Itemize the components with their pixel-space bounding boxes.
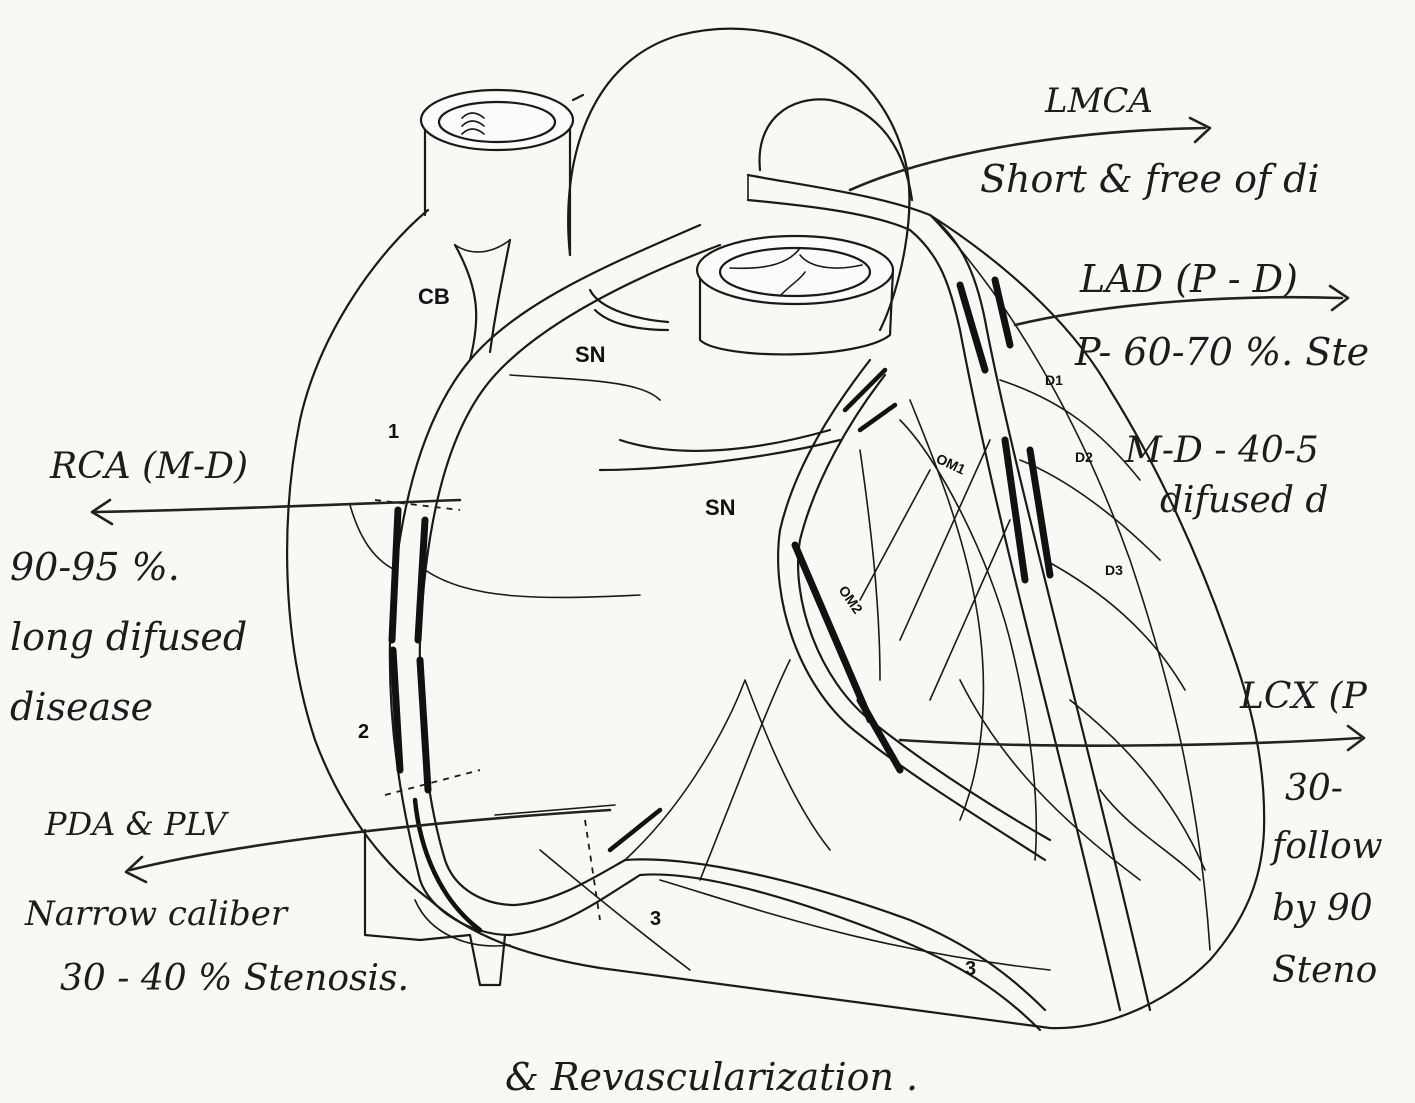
label-d2: D2	[1075, 449, 1093, 465]
note-lcx-line3: by 90	[1272, 888, 1373, 929]
note-rca-line1: 90-95 %.	[10, 545, 180, 589]
note-lad-line1: P- 60-70 %. Ste	[1074, 330, 1369, 374]
note-lad-line3: difused d	[1160, 480, 1328, 521]
note-rca-line2: long difused	[10, 615, 247, 659]
note-pda-line1: Narrow caliber	[24, 894, 289, 934]
note-lcx-line2: follow	[1269, 826, 1383, 867]
note-pda-title: PDA & PLV	[44, 805, 229, 843]
note-bottom: & Revascularization .	[505, 1055, 918, 1099]
note-lmca-text: Short & free of di	[980, 157, 1320, 201]
label-seg-3b: 3	[965, 958, 976, 980]
note-rca-line3: disease	[10, 685, 153, 729]
note-pda-line2: 30 - 40 % Stenosis.	[60, 958, 409, 999]
label-sn-lower: SN	[705, 495, 736, 520]
label-d3: D3	[1105, 562, 1123, 578]
note-lmca-title: LMCA	[1044, 81, 1153, 121]
note-rca-title: RCA (M-D)	[49, 446, 248, 487]
note-lcx-line4: Steno	[1272, 950, 1377, 991]
note-lcx-line1: 30-	[1285, 768, 1343, 809]
note-lad-title: LAD (P - D)	[1079, 257, 1298, 301]
label-seg-2: 2	[358, 721, 369, 743]
note-lcx-title: LCX (P	[1239, 676, 1368, 717]
note-lad-line2: M-D - 40-5	[1124, 430, 1319, 471]
label-d1: D1	[1045, 372, 1063, 388]
label-cb: CB	[418, 284, 450, 309]
label-sn-upper: SN	[575, 342, 606, 367]
label-seg-1: 1	[388, 421, 399, 443]
label-seg-3a: 3	[650, 908, 661, 930]
